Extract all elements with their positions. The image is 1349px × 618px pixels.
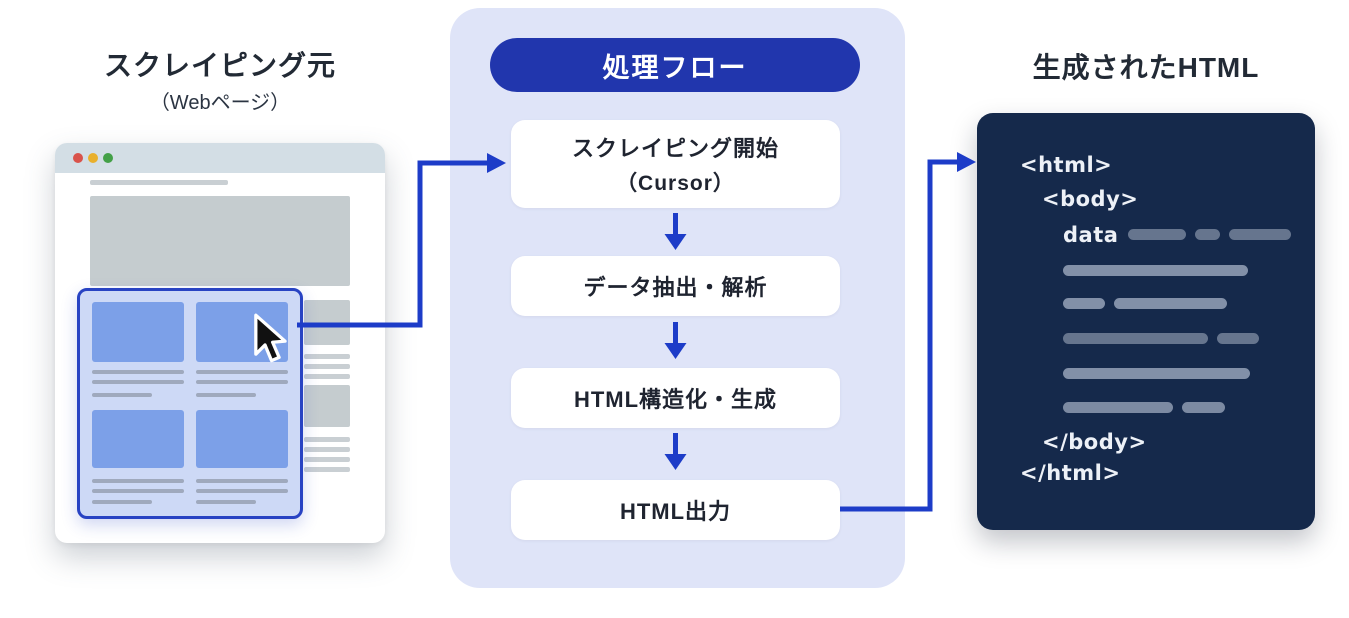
sidebar-line-placeholder [304,457,350,462]
sidebar-line-placeholder [304,437,350,442]
code-placeholder-bar [1063,264,1248,276]
code-html-open: <html> [1020,153,1113,177]
card-line-placeholder [92,393,152,397]
sidebar-line-placeholder [304,447,350,452]
code-html-close: </html> [1020,461,1121,485]
browser-titlebar [55,143,385,173]
flow-step-structure: HTML構造化・生成 [511,368,840,428]
flow-step-output: HTML出力 [511,480,840,540]
source-title: スクレイピング元 [103,50,336,81]
sidebar-line-placeholder [304,364,350,369]
code-placeholder-row [1063,359,1250,387]
code-placeholder-bar [1063,367,1250,379]
card-image-placeholder [92,410,184,468]
sidebar-block-placeholder [304,300,350,345]
code-body-close: </body> [1042,430,1147,454]
code-body-open: <body> [1042,187,1139,211]
card-line-placeholder [196,479,288,483]
page-hero-placeholder [90,196,350,286]
page-heading-placeholder [90,180,228,185]
flow-step-extract-label: データ抽出・解析 [583,275,768,300]
card-line-placeholder [196,380,288,384]
code-placeholder-bar [1195,229,1221,240]
selection-region [77,288,303,519]
card-line-placeholder [196,393,256,397]
card-image-placeholder [92,302,184,362]
card-line-placeholder [196,500,256,504]
card-line-placeholder [92,380,184,384]
code-placeholder-bar [1114,297,1227,309]
code-panel: <html> <body> data </body> </html> [977,113,1315,530]
source-subtitle: （Webページ） [149,92,291,114]
code-placeholder-row [1063,324,1259,352]
sidebar-line-placeholder [304,374,350,379]
sidebar-block-placeholder [304,385,350,427]
code-placeholder-bar [1063,297,1105,309]
cursor-icon [254,313,287,363]
card-line-placeholder [92,500,152,504]
browser-window [55,143,385,543]
card-line-placeholder [196,370,288,374]
code-placeholder-row [1063,289,1227,317]
flow-step-start-label: スクレイピング開始 [571,136,779,161]
card-line-placeholder [92,479,184,483]
flow-header: 処理フロー [490,38,860,92]
code-placeholder-bar [1063,401,1173,413]
flow-step-start-sublabel: （Cursor） [616,172,735,195]
card-image-placeholder [196,410,288,468]
sidebar-line-placeholder [304,467,350,472]
code-placeholder-row [1063,393,1225,421]
card-line-placeholder [92,370,184,374]
code-data-line: data [1063,221,1292,249]
code-placeholder-row [1063,256,1248,284]
flow-step-structure-label: HTML構造化・生成 [573,387,778,412]
code-data-label: data [1063,223,1119,247]
sidebar-line-placeholder [304,354,350,359]
traffic-light-green-icon [103,153,113,163]
code-placeholder-bar [1128,229,1187,240]
card-line-placeholder [196,489,288,493]
arrowhead-icon [957,152,976,172]
flow-step-start: スクレイピング開始 （Cursor） [511,120,840,208]
traffic-light-red-icon [73,153,83,163]
code-placeholder-bar [1182,401,1225,413]
flow-step-extract: データ抽出・解析 [511,256,840,316]
flow-step-output-label: HTML出力 [619,499,732,524]
code-placeholder-bar [1217,332,1259,344]
card-line-placeholder [92,489,184,493]
code-placeholder-bar [1063,332,1208,344]
code-placeholder-bar [1229,229,1292,240]
output-title: 生成されたHTML [1032,52,1260,83]
traffic-light-yellow-icon [88,153,98,163]
